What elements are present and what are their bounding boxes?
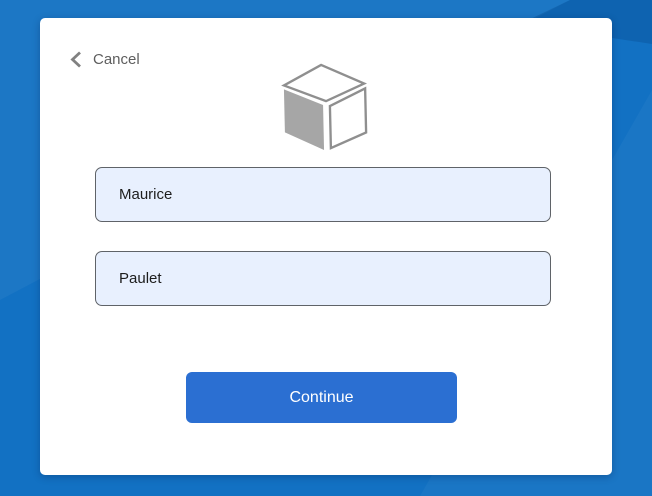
dialog-card: Cancel Continue <box>40 18 612 475</box>
cancel-button[interactable]: Cancel <box>66 49 144 70</box>
cancel-label: Cancel <box>93 51 140 68</box>
continue-button[interactable]: Continue <box>186 372 457 423</box>
last-name-input[interactable] <box>95 251 551 306</box>
first-name-input[interactable] <box>95 167 551 222</box>
cube-icon <box>281 63 368 151</box>
logo-container <box>40 61 612 153</box>
chevron-left-icon <box>70 51 81 68</box>
